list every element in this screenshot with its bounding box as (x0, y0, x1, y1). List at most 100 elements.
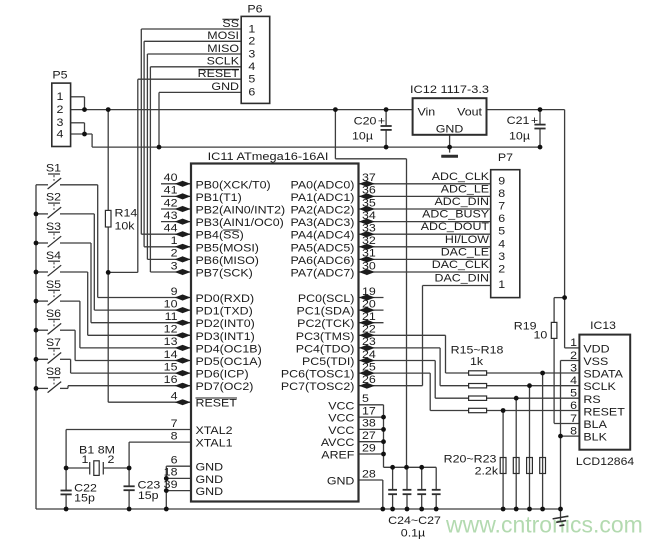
svg-text:S5: S5 (46, 279, 62, 291)
svg-text:1: 1 (82, 454, 89, 466)
svg-text:GND: GND (211, 81, 239, 93)
svg-text:5: 5 (248, 73, 255, 85)
svg-text:B1 8M: B1 8M (79, 444, 115, 456)
svg-text:30: 30 (362, 260, 376, 272)
svg-text:P6: P6 (247, 3, 262, 15)
svg-text:1: 1 (57, 91, 64, 103)
svg-text:15p: 15p (138, 489, 159, 501)
svg-text:7: 7 (171, 417, 178, 429)
svg-text:GND: GND (196, 461, 224, 473)
svg-text:PC5(TDI): PC5(TDI) (302, 356, 355, 368)
svg-text:PB0(XCK/T0): PB0(XCK/T0) (196, 179, 271, 191)
svg-text:C22: C22 (74, 482, 97, 494)
svg-text:2: 2 (248, 35, 255, 47)
svg-text:37: 37 (362, 172, 376, 184)
svg-text:R14: R14 (115, 207, 138, 219)
svg-text:5: 5 (498, 225, 505, 237)
svg-text:C23: C23 (138, 479, 161, 491)
svg-text:VSS: VSS (583, 356, 608, 368)
svg-text:1k: 1k (470, 356, 483, 368)
svg-text:20: 20 (362, 298, 376, 310)
svg-text:RESET: RESET (583, 406, 624, 418)
svg-text:PD7(OC2): PD7(OC2) (196, 381, 254, 393)
svg-text:GND: GND (436, 123, 464, 135)
svg-text:BLK: BLK (583, 431, 607, 443)
svg-text:MISO: MISO (207, 42, 239, 54)
svg-text:C24~C27: C24~C27 (388, 515, 441, 527)
svg-text:XTAL2: XTAL2 (196, 425, 233, 437)
svg-text:26: 26 (362, 374, 376, 386)
svg-text:7: 7 (498, 200, 505, 212)
svg-text:PB2(AIN0/INT2): PB2(AIN0/INT2) (196, 204, 286, 216)
svg-text:15: 15 (164, 361, 178, 373)
svg-text:PA3(ADC3): PA3(ADC3) (290, 217, 354, 229)
svg-text:2: 2 (570, 349, 577, 361)
svg-text:SS: SS (222, 17, 239, 29)
svg-text:6: 6 (171, 454, 178, 466)
svg-text:R19: R19 (514, 320, 537, 332)
svg-text:GND: GND (196, 486, 224, 498)
svg-text:S6: S6 (46, 308, 61, 320)
svg-text:RS: RS (583, 393, 600, 405)
svg-text:31: 31 (362, 247, 376, 259)
svg-text:PD5(OC1A): PD5(OC1A) (196, 356, 262, 368)
svg-text:25: 25 (362, 361, 376, 373)
svg-text:PD3(INT1): PD3(INT1) (196, 330, 255, 342)
svg-text:28: 28 (362, 468, 376, 480)
svg-text:39: 39 (164, 479, 178, 491)
svg-text:IC12 1117-3.3: IC12 1117-3.3 (410, 83, 489, 96)
svg-text:ADC_LE: ADC_LE (441, 183, 489, 195)
svg-text:13: 13 (164, 336, 178, 348)
svg-text:2: 2 (107, 454, 114, 466)
svg-text:S4: S4 (46, 249, 62, 261)
svg-text:HI/LOW: HI/LOW (445, 233, 490, 245)
svg-text:PC7(TOSC2): PC7(TOSC2) (281, 381, 355, 393)
svg-text:1: 1 (498, 278, 505, 290)
svg-text:4: 4 (498, 238, 505, 250)
svg-text:27: 27 (362, 430, 376, 442)
svg-text:2: 2 (498, 263, 505, 275)
svg-text:3: 3 (498, 251, 505, 263)
svg-text:MOSI: MOSI (207, 30, 239, 42)
svg-text:PB7(SCK): PB7(SCK) (196, 267, 253, 279)
svg-text:2.2k: 2.2k (475, 465, 499, 477)
svg-text:7: 7 (570, 412, 577, 424)
svg-text:33: 33 (362, 222, 376, 234)
svg-text:4: 4 (570, 375, 577, 387)
svg-text:42: 42 (164, 197, 178, 209)
svg-text:35: 35 (362, 197, 376, 209)
svg-text:PC2(TCK): PC2(TCK) (297, 318, 354, 330)
svg-text:5: 5 (362, 393, 369, 405)
svg-text:+: + (378, 115, 385, 127)
svg-text:1: 1 (171, 235, 178, 247)
svg-text:32: 32 (362, 235, 376, 247)
svg-text:PC0(SCL): PC0(SCL) (298, 293, 355, 305)
svg-text:VCC: VCC (328, 425, 355, 437)
svg-text:8: 8 (171, 430, 178, 442)
svg-text:ADC_CLK: ADC_CLK (432, 170, 489, 182)
svg-text:PD6(ICP): PD6(ICP) (196, 368, 249, 380)
svg-text:4: 4 (171, 390, 178, 402)
svg-text:22: 22 (362, 323, 376, 335)
svg-text:43: 43 (164, 210, 178, 222)
svg-text:R20~R23: R20~R23 (444, 453, 497, 465)
svg-text:9: 9 (498, 175, 505, 187)
svg-text:41: 41 (164, 184, 178, 196)
svg-text:PC4(TDO): PC4(TDO) (296, 343, 355, 355)
svg-text:RESET: RESET (196, 397, 237, 409)
svg-text:1: 1 (570, 337, 577, 349)
svg-text:SCLK: SCLK (207, 55, 240, 67)
svg-text:Vin: Vin (418, 106, 436, 118)
svg-text:PC6(TOSC1): PC6(TOSC1) (281, 368, 355, 380)
svg-text:PA7(ADC7): PA7(ADC7) (290, 267, 354, 279)
svg-text:P7: P7 (498, 151, 513, 163)
svg-text:10k: 10k (115, 220, 135, 232)
svg-text:PD2(INT0): PD2(INT0) (196, 318, 255, 330)
svg-text:DAC_LE: DAC_LE (441, 246, 489, 258)
svg-text:GND: GND (196, 474, 224, 486)
svg-text:R15~R18: R15~R18 (451, 344, 504, 356)
svg-text:XTAL1: XTAL1 (196, 437, 233, 449)
svg-text:SDATA: SDATA (583, 368, 623, 380)
svg-text:S1: S1 (46, 162, 61, 174)
svg-text:PD4(OC1B): PD4(OC1B) (196, 343, 262, 355)
